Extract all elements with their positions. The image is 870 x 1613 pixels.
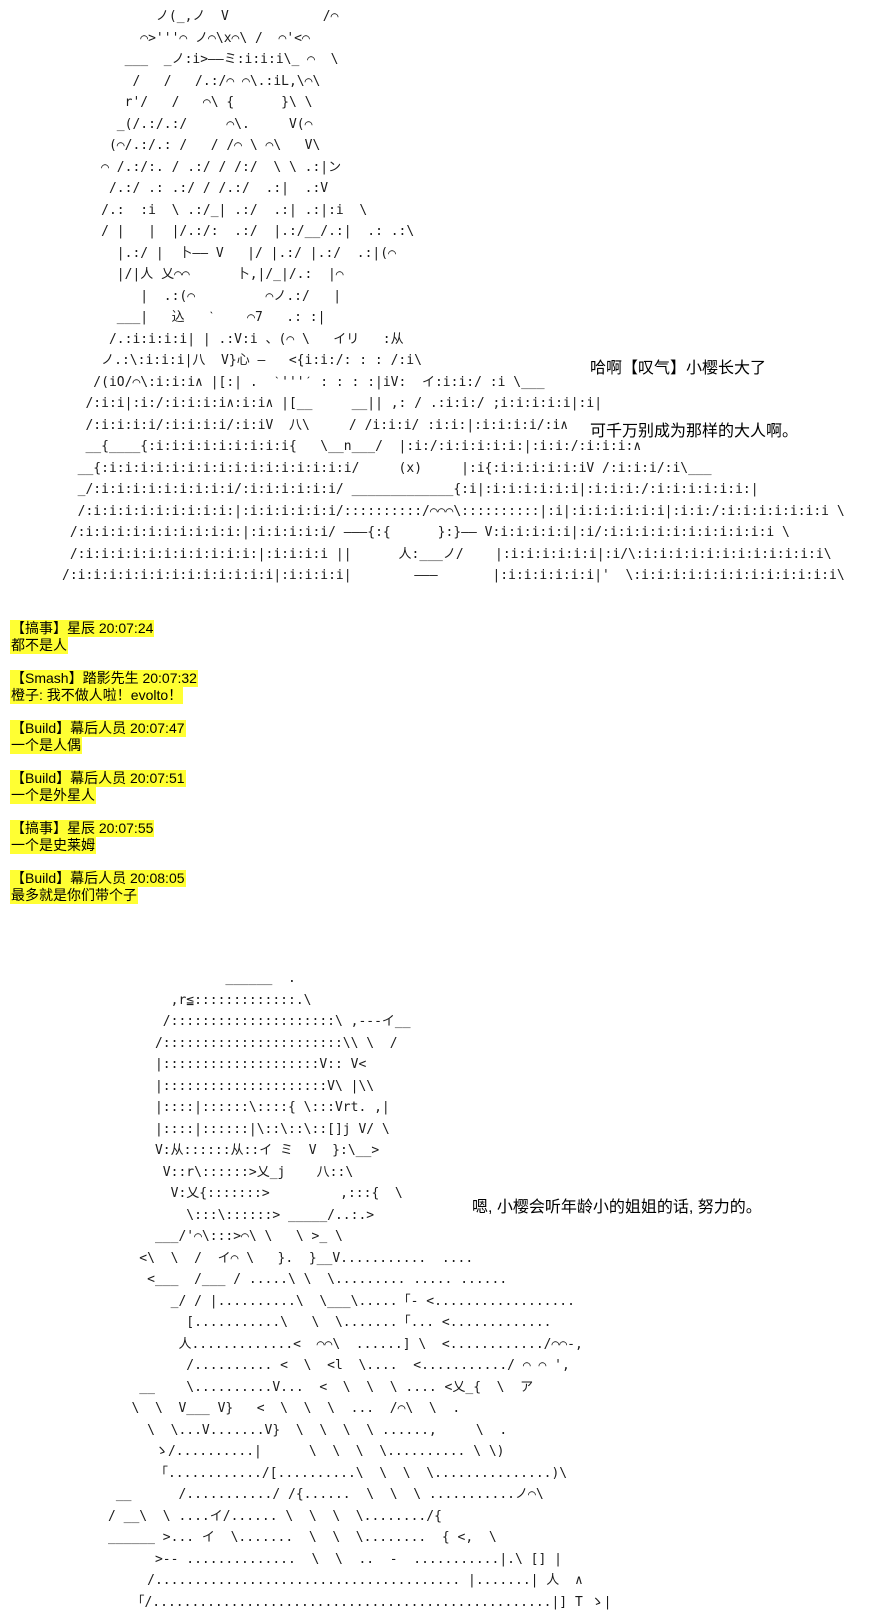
chat-message-text: 最多就是你们带个子 <box>10 887 138 904</box>
chat-log: 【搞事】星辰 20:07:24 都不是人 【Smash】踏影先生 20:07:3… <box>10 620 410 920</box>
chat-message-text: 一个是史莱姆 <box>10 837 96 854</box>
speech-bubble-bottom: 嗯, 小樱会听年龄小的姐姐的话, 努力的。 <box>472 1199 762 1216</box>
chat-message: 【搞事】星辰 20:07:55 一个是史莱姆 <box>10 820 410 854</box>
chat-message-text: 一个是外星人 <box>10 787 96 804</box>
speech-bubble-top: 哈啊【叹气】小樱长大了 可千万别成为那样的大人啊。 <box>590 316 798 463</box>
chat-message-header: 【Build】幕后人员 20:08:05 <box>10 870 186 887</box>
chat-message: 【Smash】踏影先生 20:07:32 橙子: 我不做人啦！evolto！ <box>10 670 410 704</box>
chat-message-header: 【搞事】星辰 20:07:55 <box>10 820 155 837</box>
ascii-art-bottom: ______ . ,r≦:::::::::::::.\ /:::::::::::… <box>108 971 612 1610</box>
chat-message: 【Build】幕后人员 20:07:47 一个是人偶 <box>10 720 410 754</box>
chat-message: 【搞事】星辰 20:07:24 都不是人 <box>10 620 410 654</box>
chat-message-text: 橙子: 我不做人啦！evolto！ <box>10 687 184 704</box>
chat-message-header: 【搞事】星辰 20:07:24 <box>10 620 155 637</box>
speech-line-2: 可千万别成为那样的大人啊。 <box>590 423 799 440</box>
chat-message-header: 【Build】幕后人员 20:07:47 <box>10 720 186 737</box>
chat-message-text: 都不是人 <box>10 637 68 654</box>
chat-message-text: 一个是人偶 <box>10 737 82 754</box>
chat-message-header: 【Build】幕后人员 20:07:51 <box>10 770 186 787</box>
speech-line-1: 哈啊【叹气】小樱长大了 <box>590 360 767 377</box>
ascii-art-top: ノ(_,ノ V /⌒ ⌒>'''⌒ ノ⌒\x⌒\ / ⌒'<⌒ ___ _ノ:i… <box>62 9 845 583</box>
chat-message: 【Build】幕后人员 20:07:51 一个是外星人 <box>10 770 410 804</box>
chat-message-header: 【Smash】踏影先生 20:07:32 <box>10 670 198 687</box>
chat-message: 【Build】幕后人员 20:08:05 最多就是你们带个子 <box>10 870 410 904</box>
